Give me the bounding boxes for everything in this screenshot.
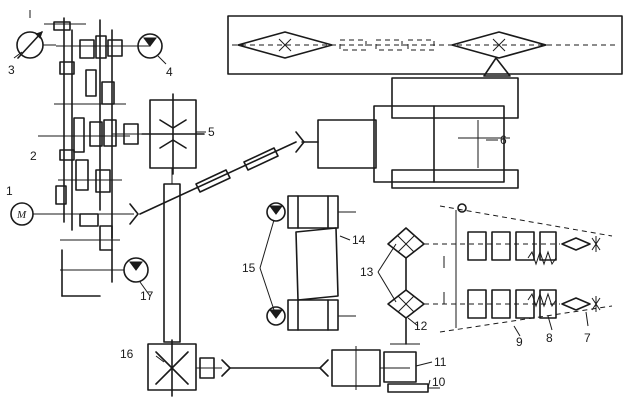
label-13: 13 [360,265,374,279]
label-14: 14 [352,233,366,247]
sprocket-row [443,231,557,319]
roller-icon [266,195,356,331]
label-7: 7 [584,331,591,345]
motor-icon [10,202,48,226]
leader-lines [13,51,589,389]
label-5: 5 [208,125,215,139]
label-9: 9 [516,335,523,349]
reduction-gear-5 [112,93,205,175]
bevel-gearbox-16 [147,339,231,397]
motor-symbol: M [16,209,27,221]
variable-pump-icon [16,31,56,59]
label-4: 4 [166,65,173,79]
label-15: 15 [242,261,256,275]
label-17: 17 [140,289,154,303]
label-16: 16 [120,347,134,361]
tensioner [527,236,601,312]
label-6: 6 [500,133,507,147]
pump-icon [110,257,149,283]
upper-conveyor-frame [227,15,623,75]
label-2: 2 [30,149,37,163]
label-1: 1 [6,184,13,198]
main-gearbox [29,10,150,297]
label-11: 11 [434,355,447,369]
hydraulic-motor-icon [126,33,163,59]
drum-unit [295,57,519,189]
cardan-shaft [129,141,297,225]
vertical-shaft [163,168,181,343]
lower-shaft [229,346,381,390]
clutch-icon [380,351,440,393]
label-8: 8 [546,331,553,345]
label-10: 10 [432,375,446,389]
label-12: 12 [414,319,428,333]
label-3: 3 [8,63,15,77]
